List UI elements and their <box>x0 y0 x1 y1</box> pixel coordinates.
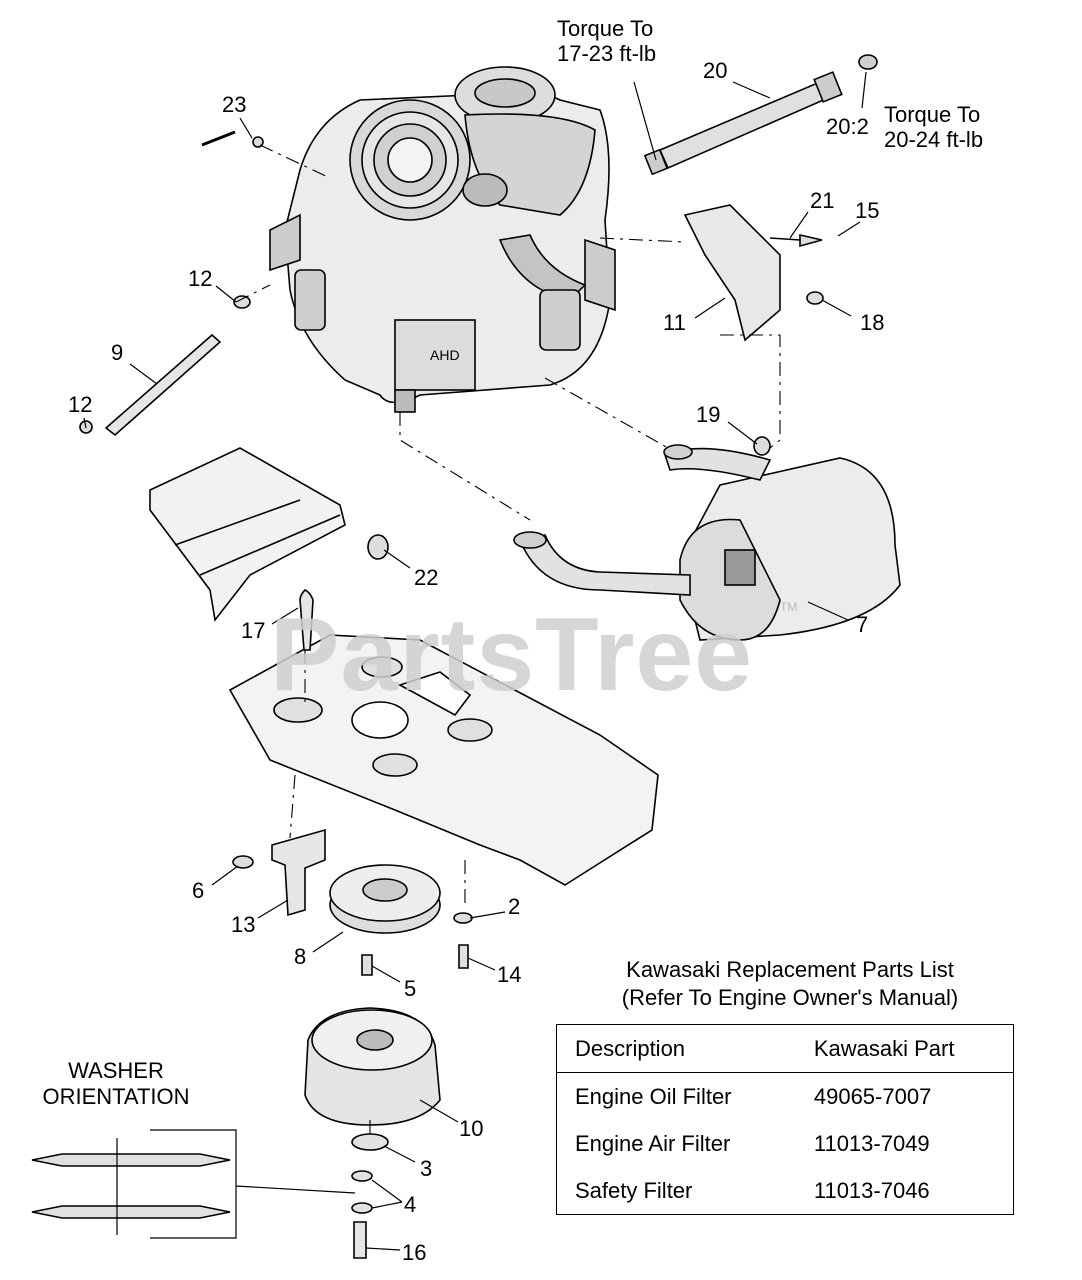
shield-bracket <box>149 447 346 622</box>
row-part-number: 11013-7049 <box>813 1130 930 1156</box>
callout-14: 14 <box>497 962 522 987</box>
callout-12-upper: 12 <box>188 266 213 291</box>
callout-20-2: 20:2 <box>826 114 869 139</box>
torque-note-exhaust-outlet: Torque To 20-24 ft-lb <box>884 102 984 152</box>
callout-2: 2 <box>508 894 521 919</box>
callout-leader-lines <box>83 71 867 1251</box>
callout-10: 10 <box>459 1116 484 1141</box>
row-description: Engine Air Filter <box>575 1130 731 1156</box>
parts-list-title-line2: (Refer To Engine Owner's Manual) <box>621 985 959 1010</box>
trademark-mark: TM <box>780 600 798 614</box>
callout-4: 4 <box>404 1192 417 1217</box>
washer-orientation-title: WASHER ORIENTATION <box>30 1058 202 1110</box>
svg-text:AHD: AHD <box>430 347 460 363</box>
callout-17: 17 <box>241 618 266 643</box>
washer-orientation-figure <box>31 1129 356 1239</box>
torque-note-exhaust-inlet: Torque To 17-23 ft-lb <box>557 16 657 66</box>
callout-22: 22 <box>414 565 439 590</box>
row-description: Engine Oil Filter <box>575 1083 732 1109</box>
muffler-part-7 <box>513 444 901 641</box>
parts-list-title-line1: Kawasaki Replacement Parts List <box>626 957 954 982</box>
table-row: Engine Air Filter 11013-7049 <box>557 1120 1014 1167</box>
row-part-number: 49065-7007 <box>813 1083 932 1109</box>
callout-18: 18 <box>860 310 885 335</box>
callout-12-lower: 12 <box>68 392 93 417</box>
callout-20: 20 <box>703 58 728 83</box>
hardware-small-parts <box>79 130 824 1259</box>
callout-23: 23 <box>222 92 247 117</box>
callout-19: 19 <box>696 402 721 427</box>
callout-8: 8 <box>294 944 307 969</box>
parts-list-title: Kawasaki Replacement Parts List (Refer T… <box>540 956 1040 1012</box>
table-row: Engine Oil Filter 49065-7007 <box>557 1073 1014 1121</box>
watermark-text: PartsTree <box>270 597 754 713</box>
callout-3: 3 <box>420 1156 433 1181</box>
callout-15: 15 <box>855 198 880 223</box>
engine-deck-plate <box>228 634 659 886</box>
header-description: Description <box>556 1024 796 1073</box>
pulley-part-8 <box>329 864 441 934</box>
washer-orientation-line1: WASHER <box>68 1058 164 1083</box>
callout-6: 6 <box>192 878 205 903</box>
callout-11: 11 <box>663 310 686 335</box>
row-description: Safety Filter <box>575 1177 693 1203</box>
clutch-part-10 <box>304 1007 441 1126</box>
exhaust-pipe-part-20 <box>643 54 878 176</box>
callout-7: 7 <box>856 612 869 637</box>
callout-21: 21 <box>810 188 835 213</box>
bracket-part-11 <box>683 204 781 342</box>
parts-list-header-row: Description Kawasaki Part <box>556 1024 1014 1073</box>
engine-illustration: AHD <box>269 66 616 413</box>
rod-part-9 <box>104 333 222 437</box>
washer-orientation-line2: ORIENTATION <box>42 1084 190 1109</box>
row-part-number: 11013-7046 <box>813 1177 930 1203</box>
callout-16: 16 <box>402 1240 427 1265</box>
callout-13: 13 <box>231 912 256 937</box>
callout-5: 5 <box>404 976 417 1001</box>
table-row: Safety Filter 11013-7046 <box>557 1167 1014 1215</box>
bracket-part-13 <box>271 828 326 917</box>
parts-list-table: Description Kawasaki Part Engine Oil Fil… <box>556 1024 1014 1215</box>
header-kawasaki-part: Kawasaki Part <box>795 1024 1014 1073</box>
assembly-dash-lines <box>235 144 781 1135</box>
callout-9: 9 <box>111 340 124 365</box>
